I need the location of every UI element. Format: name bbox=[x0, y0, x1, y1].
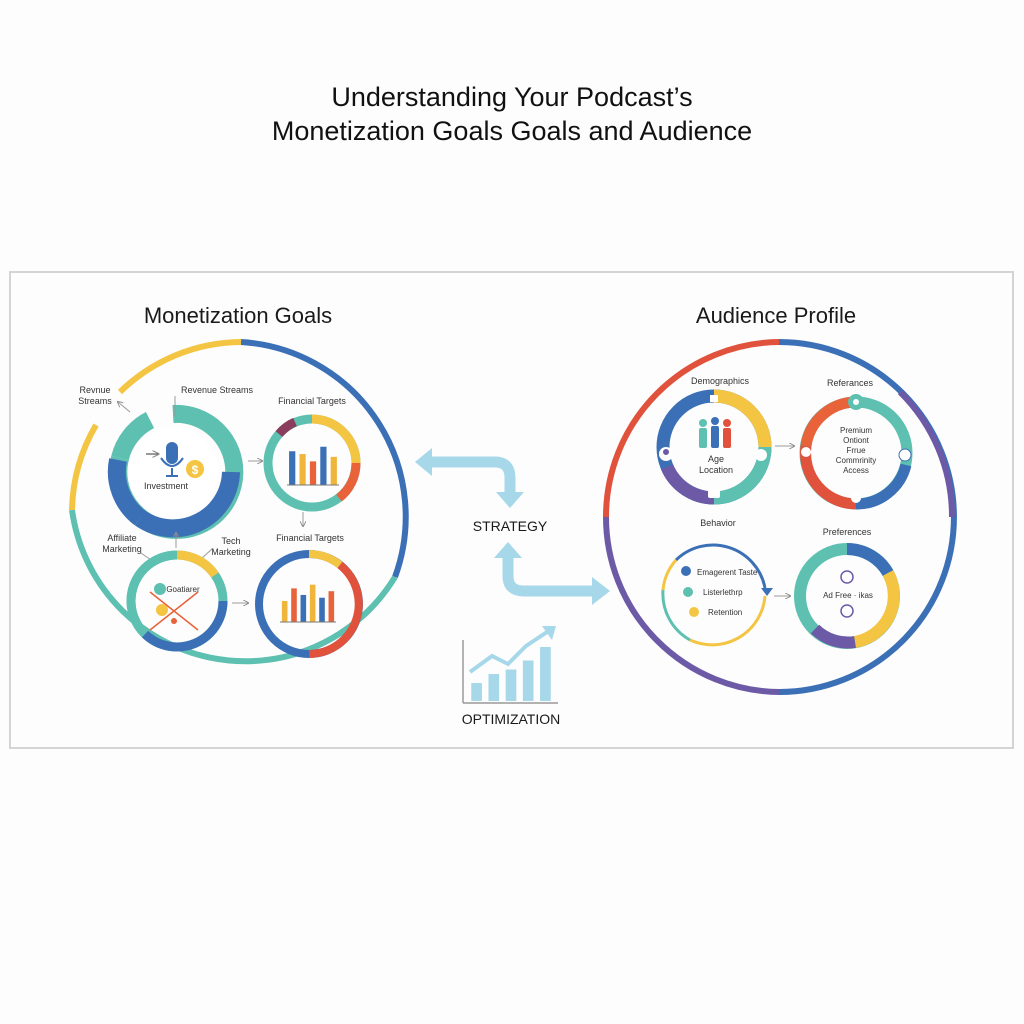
chart-bar bbox=[309, 584, 316, 622]
frrue-label: Frrue bbox=[846, 446, 866, 455]
financial-targets-bottom-donut bbox=[255, 550, 363, 658]
demographics-label: Demographics bbox=[691, 376, 750, 386]
preferences-label: Preferences bbox=[823, 527, 872, 537]
affiliate-label-1: Affiliate bbox=[107, 533, 136, 543]
chart-bar bbox=[300, 594, 307, 622]
audience-outer-ring bbox=[603, 339, 957, 695]
access-label: Access bbox=[843, 466, 869, 475]
strategy-arrow-bottom bbox=[494, 542, 610, 605]
connector-arrow bbox=[118, 402, 131, 413]
chart-bar bbox=[328, 591, 335, 622]
references-label: Referances bbox=[827, 378, 874, 388]
engagement-icon bbox=[681, 566, 691, 576]
tech-label-2: Marketing bbox=[211, 547, 251, 557]
smile-icon bbox=[840, 604, 854, 618]
affiliate-donut bbox=[126, 550, 228, 652]
chart-bar bbox=[291, 588, 297, 622]
monetization-goals-heading: Monetization Goals bbox=[144, 303, 332, 328]
briefcase-icon bbox=[708, 489, 720, 498]
financial-targets-bottom-chart bbox=[280, 584, 336, 623]
listenership-icon bbox=[683, 587, 693, 597]
microphone-icon bbox=[160, 442, 184, 477]
chart-bar bbox=[319, 597, 325, 622]
chart-bar bbox=[505, 669, 517, 701]
location-label: Location bbox=[699, 465, 733, 475]
financial-targets-top-donut bbox=[263, 414, 361, 512]
financial-targets-top-chart bbox=[287, 446, 339, 486]
revenue-streams-outer-label-2: Streams bbox=[78, 396, 112, 406]
listenership-label: Listerlethrp bbox=[703, 588, 743, 597]
chart-bar bbox=[330, 456, 337, 485]
affiliate-label-2: Marketing bbox=[102, 544, 142, 554]
chart-bar bbox=[320, 446, 327, 485]
chart-bar bbox=[522, 660, 534, 701]
calendar-icon bbox=[710, 395, 718, 402]
premium-label: Premium bbox=[840, 426, 872, 435]
chat-icon bbox=[840, 570, 854, 584]
goal-network-icon bbox=[149, 583, 199, 631]
financial-targets-bottom-label: Financial Targets bbox=[276, 533, 344, 543]
tech-label-1: Tech bbox=[221, 536, 240, 546]
chart-bar bbox=[299, 454, 306, 485]
chart-bar bbox=[540, 647, 551, 701]
page-title-line-1: Understanding Your Podcast’s bbox=[331, 82, 693, 112]
ad-free-label: Ad Free · ikas bbox=[823, 591, 873, 600]
chart-bar bbox=[488, 674, 500, 701]
goal-center-label: Goatiarer bbox=[166, 585, 200, 594]
heart-icon bbox=[848, 394, 864, 410]
preferences-donut bbox=[794, 543, 900, 649]
strategy-arrow-top bbox=[415, 448, 524, 508]
chart-bar bbox=[309, 461, 317, 485]
community-label: Commrinity bbox=[836, 456, 876, 465]
gear-icon bbox=[898, 448, 912, 462]
page-title-line-2: Monetization Goals Goals and Audience bbox=[271, 116, 753, 146]
investment-label: Investment bbox=[144, 481, 189, 491]
revenue-streams-donut bbox=[107, 404, 244, 539]
chart-bar bbox=[471, 683, 482, 701]
group-icon bbox=[755, 449, 767, 461]
people-icon bbox=[699, 417, 731, 448]
revenue-streams-outer-label-1: Revnue bbox=[79, 385, 110, 395]
chart-bar bbox=[289, 451, 296, 485]
age-label: Age bbox=[708, 454, 724, 464]
ontiont-label: Ontiont bbox=[843, 436, 870, 445]
person-icon bbox=[659, 447, 673, 461]
revenue-streams-label: Revenue Streams bbox=[181, 385, 254, 395]
chart-bar bbox=[281, 601, 288, 622]
financial-targets-top-label: Financial Targets bbox=[278, 396, 346, 406]
dollar-coin-icon: $ bbox=[186, 460, 204, 478]
engagement-label: Emagerent Taste bbox=[697, 568, 758, 577]
optimization-label: OPTIMIZATION bbox=[462, 711, 561, 727]
audience-profile-heading: Audience Profile bbox=[696, 303, 856, 328]
strategy-label: STRATEGY bbox=[473, 518, 548, 534]
behavior-ring bbox=[661, 543, 773, 647]
home-icon bbox=[801, 447, 811, 457]
star-icon bbox=[851, 493, 861, 503]
retention-icon bbox=[689, 607, 699, 617]
svg-text:$: $ bbox=[192, 463, 199, 477]
retention-label: Retention bbox=[708, 608, 742, 617]
optimization-chart-icon bbox=[462, 626, 558, 704]
behavior-label: Behavior bbox=[700, 518, 736, 528]
